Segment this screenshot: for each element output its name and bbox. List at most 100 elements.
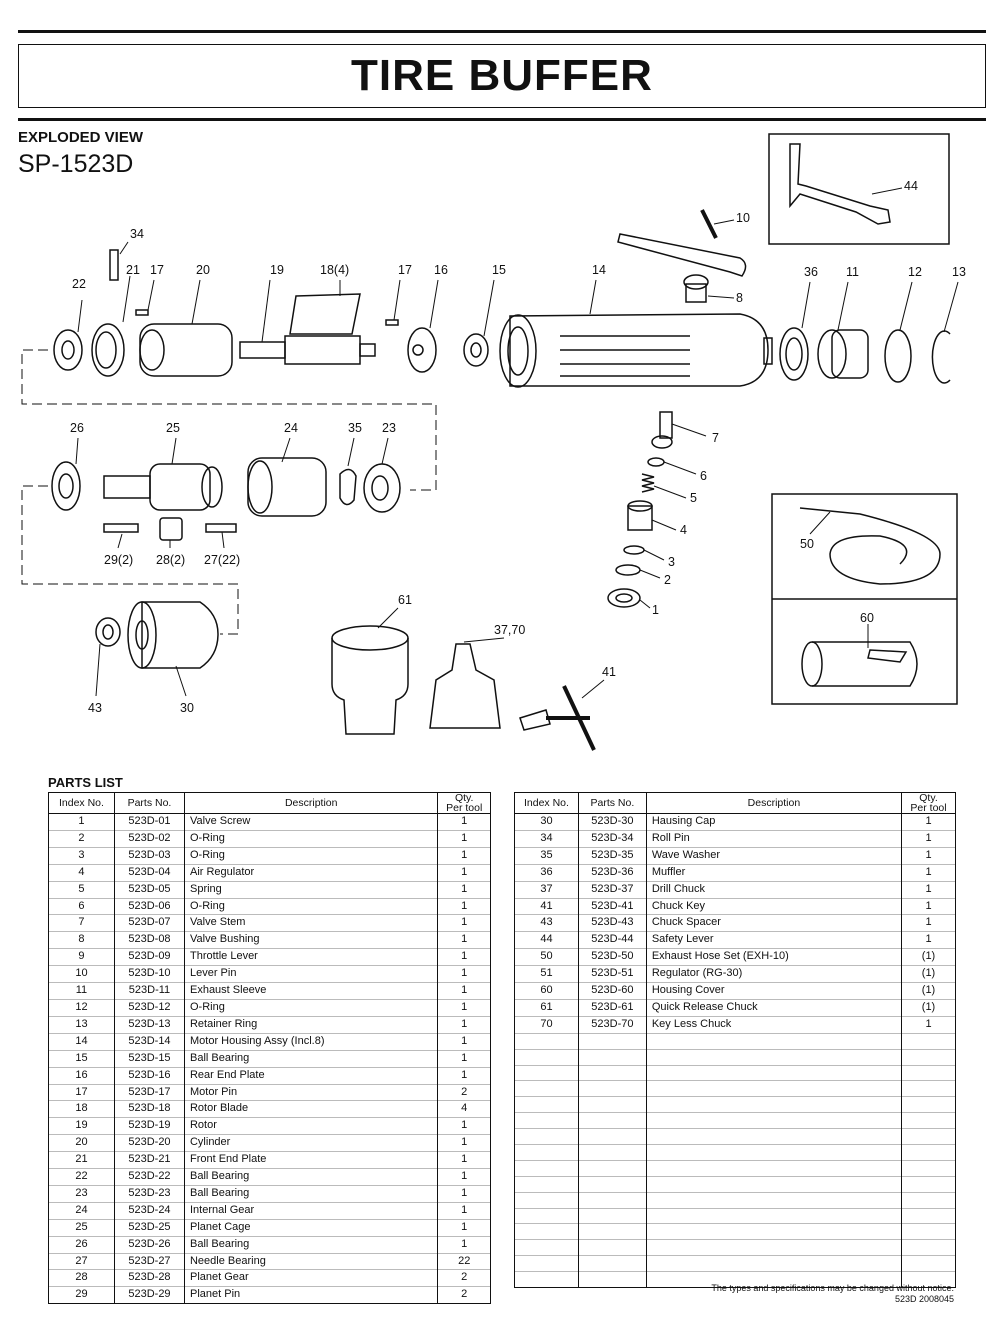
o-ring-3-part bbox=[623, 545, 645, 555]
cell-qty: 1 bbox=[437, 1235, 491, 1254]
cell-index: 21 bbox=[48, 1151, 115, 1169]
cell-part-no: 523D-02 bbox=[113, 829, 185, 848]
cell-description: O-Ring bbox=[183, 998, 439, 1017]
planet-cage-25-part bbox=[103, 463, 223, 511]
cell-description: Safety Lever bbox=[645, 931, 903, 949]
housing-cap-30-part bbox=[127, 601, 219, 669]
callout-43: 43 bbox=[88, 701, 102, 715]
callout-27: 27(22) bbox=[204, 553, 240, 567]
planet-gear-28-part bbox=[159, 517, 183, 541]
cell-description: Motor Pin bbox=[183, 1083, 439, 1101]
callout-21: 21 bbox=[126, 263, 140, 277]
cell-part-no bbox=[577, 1207, 647, 1224]
cell-qty: (1) bbox=[901, 998, 956, 1017]
cell-part-no: 523D-70 bbox=[577, 1015, 647, 1034]
callout-17b: 17 bbox=[398, 263, 412, 277]
callout-2: 2 bbox=[664, 573, 671, 587]
cell-index: 17 bbox=[48, 1083, 115, 1101]
callout-61: 61 bbox=[398, 593, 412, 607]
cell-qty: 1 bbox=[437, 1134, 491, 1152]
cell-part-no: 523D-27 bbox=[113, 1252, 185, 1270]
cell-index: 15 bbox=[48, 1049, 115, 1068]
exploded-view-heading: EXPLODED VIEW bbox=[18, 129, 144, 146]
cell-part-no: 523D-23 bbox=[113, 1184, 185, 1203]
table-row bbox=[514, 1112, 956, 1129]
cell-qty: 1 bbox=[437, 982, 491, 1000]
motor-housing-14-part bbox=[499, 313, 773, 388]
assembly-path-line bbox=[21, 485, 239, 635]
cell-description: Ball Bearing bbox=[183, 1049, 439, 1068]
cell-index: 25 bbox=[48, 1218, 115, 1237]
cell-index: 12 bbox=[48, 998, 115, 1017]
cell-index: 19 bbox=[48, 1117, 115, 1135]
callout-13: 13 bbox=[952, 265, 966, 279]
cell-index: 8 bbox=[48, 931, 115, 949]
safety-lever-part bbox=[789, 143, 891, 225]
cell-part-no: 523D-37 bbox=[577, 880, 647, 899]
model-number: SP-1523D bbox=[18, 150, 134, 178]
table-row bbox=[514, 1144, 956, 1161]
cell-qty: 1 bbox=[901, 880, 956, 899]
cell-description: Lever Pin bbox=[183, 965, 439, 983]
cell-description: Chuck Key bbox=[645, 897, 903, 915]
cell-part-no: 523D-07 bbox=[113, 914, 185, 932]
cell-qty bbox=[901, 1271, 956, 1289]
cell-index bbox=[514, 1255, 579, 1272]
cell-description bbox=[645, 1223, 903, 1240]
cell-description bbox=[645, 1128, 903, 1145]
cell-index: 14 bbox=[48, 1032, 115, 1051]
cell-qty bbox=[901, 1223, 956, 1240]
cell-index: 27 bbox=[48, 1252, 115, 1270]
cell-qty: 1 bbox=[901, 897, 956, 915]
cell-part-no bbox=[577, 1239, 647, 1256]
cell-index: 26 bbox=[48, 1235, 115, 1254]
cell-qty bbox=[901, 1096, 956, 1113]
cell-index bbox=[514, 1207, 579, 1224]
cell-part-no bbox=[577, 1064, 647, 1081]
cell-qty bbox=[901, 1128, 956, 1145]
cell-index bbox=[514, 1112, 579, 1129]
callout-35: 35 bbox=[348, 421, 362, 435]
cell-description bbox=[645, 1064, 903, 1081]
cell-description: Drill Chuck bbox=[645, 880, 903, 899]
cell-part-no: 523D-13 bbox=[113, 1015, 185, 1034]
cell-description: Planet Pin bbox=[183, 1286, 439, 1305]
cell-qty: 1 bbox=[901, 829, 956, 848]
cell-description: Muffler bbox=[645, 863, 903, 882]
cell-part-no: 523D-36 bbox=[577, 863, 647, 882]
cell-description: Roll Pin bbox=[645, 829, 903, 848]
cell-description bbox=[645, 1096, 903, 1113]
cell-qty: 1 bbox=[437, 914, 491, 932]
o-ring-6-part bbox=[647, 457, 665, 467]
roll-pin-34-part bbox=[109, 249, 119, 281]
cell-qty: 1 bbox=[901, 1015, 956, 1034]
callout-20: 20 bbox=[196, 263, 210, 277]
cell-part-no: 523D-12 bbox=[113, 998, 185, 1017]
cell-part-no: 523D-17 bbox=[113, 1083, 185, 1101]
chuck-spacer-43-part bbox=[95, 617, 121, 647]
cell-qty bbox=[901, 1064, 956, 1081]
qty-header-line2: Per tool bbox=[446, 802, 483, 814]
muffler-36-part bbox=[779, 327, 809, 381]
cell-qty: 2 bbox=[437, 1286, 491, 1305]
air-regulator-4-part bbox=[627, 500, 653, 531]
cell-part-no bbox=[577, 1032, 647, 1050]
cell-part-no: 523D-26 bbox=[113, 1235, 185, 1254]
cell-qty: 1 bbox=[437, 1218, 491, 1237]
cell-index bbox=[514, 1048, 579, 1066]
cell-part-no: 523D-28 bbox=[113, 1269, 185, 1287]
callout-25: 25 bbox=[166, 421, 180, 435]
